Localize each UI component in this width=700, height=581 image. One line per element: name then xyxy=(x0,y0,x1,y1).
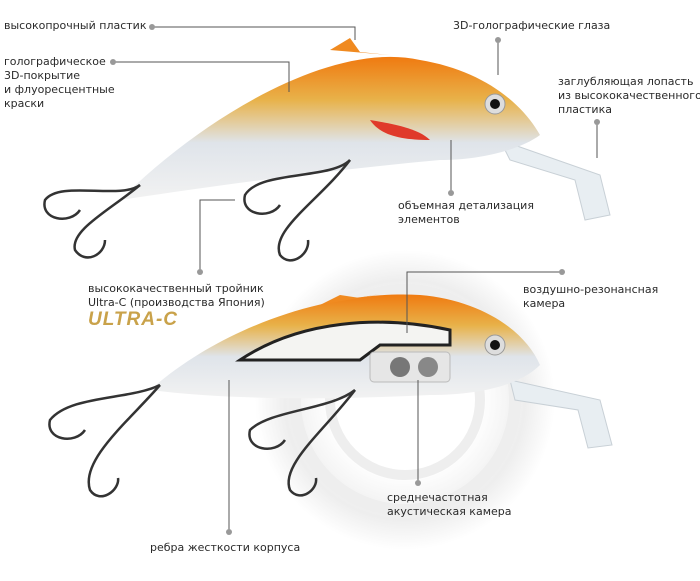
label-line: Ultra-C (производства Япония) xyxy=(88,296,265,309)
label-line: среднечастотная xyxy=(387,491,488,504)
label-acoustic-chamber: среднечастотная акустическая камера xyxy=(387,491,512,519)
label-line: воздушно-резонансная xyxy=(523,283,659,296)
lure-bottom xyxy=(150,294,613,449)
hooks-top xyxy=(43,159,351,262)
lure-top xyxy=(120,38,611,221)
label-plastic: высокопрочный пластик xyxy=(4,19,147,32)
label-ribs: ребра жесткости корпуса xyxy=(150,541,301,554)
label-line: голографическое xyxy=(4,55,106,68)
leader-lines xyxy=(113,26,598,532)
label-detail: объемная детализация элементов xyxy=(398,199,534,227)
label-line: краски xyxy=(4,97,45,110)
label-line: объемная детализация xyxy=(398,199,534,212)
hooks-bottom xyxy=(48,383,356,498)
label-holo-coating: голографическое 3D-покрытие и флуоресцен… xyxy=(4,55,115,111)
label-line: заглубляющая лопасть xyxy=(558,75,694,88)
label-line: акустическая камера xyxy=(387,505,512,518)
label-line: пластика xyxy=(558,103,612,116)
label-line: камера xyxy=(523,297,566,310)
label-line: 3D-покрытие xyxy=(4,69,80,82)
ultra-c-logo: ULTRA-C xyxy=(88,309,179,330)
label-line: из высококачественного xyxy=(558,89,700,102)
label-line: и флуоресцентные xyxy=(4,83,115,96)
label-hooks: высококачественный тройник Ultra-C (прои… xyxy=(88,282,265,310)
label-line: высококачественный тройник xyxy=(88,282,264,295)
label-air-chamber: воздушно-резонансная камера xyxy=(523,283,658,311)
leader-dots xyxy=(110,24,600,535)
label-lip: заглубляющая лопасть из высококачественн… xyxy=(558,75,700,117)
label-eyes: 3D-голографические глаза xyxy=(453,19,611,32)
label-line: элементов xyxy=(398,213,460,226)
